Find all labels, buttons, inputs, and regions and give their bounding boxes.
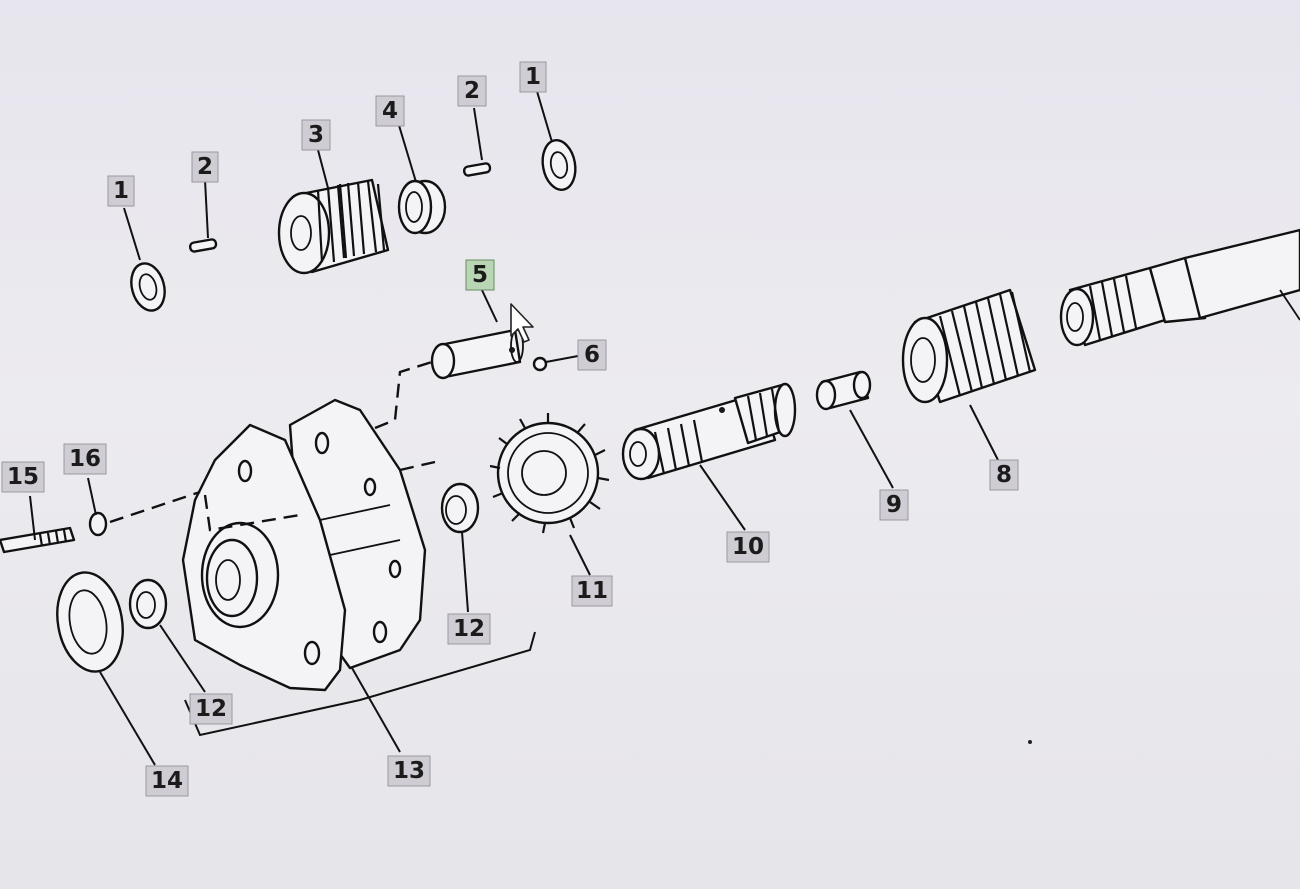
part-ball-6 (532, 356, 548, 372)
callout-13: 13 (387, 755, 431, 787)
callout-5-label: 5 (472, 262, 488, 288)
callout-4: 4 (375, 95, 405, 127)
callout-6: 6 (577, 339, 607, 371)
part-pin-2-left (188, 238, 218, 253)
part-washer-16 (88, 511, 108, 537)
callout-12-left-label: 12 (195, 696, 227, 722)
part-double-gear-3 (277, 178, 390, 275)
callout-8: 8 (989, 459, 1019, 491)
callout-6-label: 6 (584, 342, 600, 368)
callout-12-right: 12 (447, 613, 491, 645)
callout-3-label: 3 (308, 122, 324, 148)
callout-1-right: 1 (519, 61, 547, 93)
callout-2-right-label: 2 (464, 78, 480, 104)
callout-16: 16 (63, 443, 107, 475)
callout-12-right-label: 12 (453, 616, 485, 642)
callout-9: 9 (879, 489, 909, 521)
callout-4-label: 4 (382, 98, 398, 124)
stray-mark (1028, 740, 1032, 744)
callout-10-label: 10 (732, 534, 764, 560)
part-shaft-5 (430, 328, 524, 380)
part-housing-13 (181, 398, 427, 692)
part-output-shaft (1059, 228, 1300, 347)
callout-2-left-label: 2 (197, 154, 213, 180)
callout-8-label: 8 (996, 462, 1012, 488)
callout-15-label: 15 (7, 464, 39, 490)
cursor-arrow-icon (510, 303, 534, 343)
part-bolt-15 (0, 526, 76, 554)
callout-5: 5 (465, 259, 495, 291)
callout-14: 14 (145, 765, 189, 797)
callout-1-right-label: 1 (525, 64, 541, 90)
callout-2-right: 2 (457, 75, 487, 107)
part-washer-1-right (541, 139, 577, 191)
assembly-lines (109, 360, 436, 532)
part-bushing-4 (397, 179, 447, 235)
part-double-gear-8 (901, 288, 1037, 404)
callout-3: 3 (301, 119, 331, 151)
part-seal-14 (56, 571, 124, 673)
callout-1-left-label: 1 (113, 178, 129, 204)
callout-1-left: 1 (107, 175, 135, 207)
part-gear-11 (489, 413, 610, 534)
callout-2-left: 2 (191, 151, 219, 183)
part-pin-2-right (462, 162, 492, 177)
part-splined-shaft-10 (621, 382, 797, 481)
part-washer-1-left (130, 262, 166, 312)
callout-14-label: 14 (151, 768, 183, 794)
part-bearing-12-left (128, 578, 168, 630)
callout-15: 15 (1, 461, 45, 493)
part-bushing-9 (815, 370, 872, 411)
part-bearing-12-right (440, 482, 480, 534)
callout-11-label: 11 (576, 578, 608, 604)
callout-16-label: 16 (69, 446, 101, 472)
callout-13-label: 13 (393, 758, 425, 784)
callout-9-label: 9 (886, 492, 902, 518)
leader-lines (29, 87, 999, 766)
callout-11: 11 (571, 575, 613, 607)
callout-10: 10 (726, 531, 770, 563)
callout-12-left: 12 (189, 693, 233, 725)
